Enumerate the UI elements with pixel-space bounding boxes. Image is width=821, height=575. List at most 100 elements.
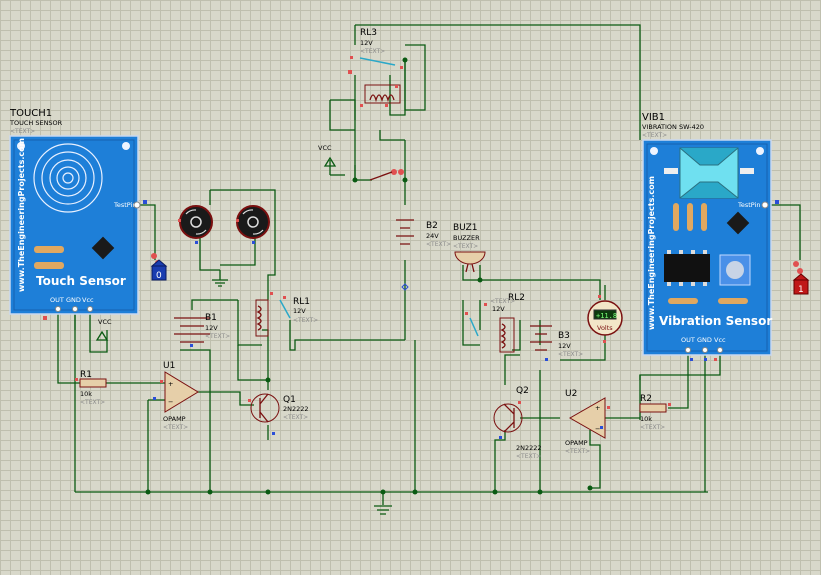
rl3-ref: RL3 xyxy=(360,28,377,38)
svg-text:<TEXT>: <TEXT> xyxy=(283,414,308,421)
touch-logic-probe[interactable]: 0 xyxy=(150,253,168,281)
vib-text-tag: <TEXT> xyxy=(642,132,667,139)
opamp-u2[interactable]: + − U2 OPAMP <TEXT> xyxy=(565,389,610,455)
svg-text:2N2222: 2N2222 xyxy=(516,444,542,452)
board-resistor-icon xyxy=(34,246,64,253)
touch-test-pin-label: TestPin xyxy=(113,201,137,209)
wires xyxy=(57,24,801,515)
relay-rl1[interactable]: RL1 12V <TEXT> xyxy=(255,292,318,337)
rl3-vcc-terminal: VCC xyxy=(318,144,337,167)
vib-pin-vcc: Vcc xyxy=(714,336,726,344)
u2-ref: U2 xyxy=(565,389,577,399)
vib-probe-value: 1 xyxy=(798,285,804,295)
svg-text:VCC: VCC xyxy=(318,144,332,152)
board-resistor-icon xyxy=(34,262,64,269)
vib-part: VIBRATION SW-420 xyxy=(642,123,704,131)
touch-part: TOUCH SENSOR xyxy=(9,119,63,127)
u1-ref: U1 xyxy=(163,361,175,371)
touch-board-label: Touch Sensor xyxy=(36,274,126,288)
svg-text:OPAMP: OPAMP xyxy=(163,415,186,423)
svg-text:<TEXT>: <TEXT> xyxy=(558,351,583,358)
board-resistor-icon xyxy=(718,298,748,304)
battery-b3[interactable]: B3 12V <TEXT> xyxy=(530,325,583,361)
svg-text:<TEXT>: <TEXT> xyxy=(453,243,478,250)
touch-vcc-terminal: VCC xyxy=(95,318,112,341)
svg-text:<TEXT>: <TEXT> xyxy=(205,333,230,340)
touch-board xyxy=(9,135,139,315)
svg-text:<TEXT>: <TEXT> xyxy=(80,399,105,406)
svg-text:12V: 12V xyxy=(558,342,571,350)
svg-text:VCC: VCC xyxy=(98,318,112,326)
battery-b2[interactable]: B2 24V <TEXT> xyxy=(396,219,451,291)
relay-rl3[interactable]: RL3 12V <TEXT> xyxy=(348,28,403,107)
touch-text-tag: <TEXT> xyxy=(10,128,35,135)
touch-ref: TOUCH1 xyxy=(9,108,52,119)
svg-text:<TEXT>: <TEXT> xyxy=(360,48,385,55)
touch-sensor-module[interactable]: TOUCH1 TOUCH SENSOR <TEXT> www.TheEngine… xyxy=(9,108,147,320)
board-resistor-icon xyxy=(701,203,707,231)
vib-test-pin-label: TestPin xyxy=(737,201,761,209)
svg-text:−: − xyxy=(168,398,173,406)
relay-rl2[interactable]: RL2 12V <TEXT> xyxy=(465,293,525,353)
vib-out-pin[interactable] xyxy=(685,347,691,353)
b3-ref: B3 xyxy=(558,331,570,341)
resistor-r2[interactable]: R2 10k <TEXT> xyxy=(639,394,671,431)
relay-switch[interactable] xyxy=(369,169,404,181)
comparator-ic-icon xyxy=(664,250,710,286)
rl2-ref: RL2 xyxy=(508,293,525,303)
transistor-q2[interactable]: Q2 2N2222 <TEXT> xyxy=(493,386,542,460)
vib-pin-out: OUT xyxy=(681,336,695,344)
svg-text:−: − xyxy=(595,425,600,433)
vibration-switch-icon xyxy=(664,147,754,199)
motor-2[interactable] xyxy=(236,205,270,244)
battery-b1[interactable]: B1 12V <TEXT> xyxy=(174,313,230,347)
svg-text:+: + xyxy=(595,404,600,412)
transistor-q1[interactable]: Q1 2N2222 <TEXT> xyxy=(248,393,309,435)
svg-text:12V: 12V xyxy=(492,305,505,313)
vib-test-pin[interactable] xyxy=(761,201,769,209)
vib-site-text: www.TheEngineeringProjects.com xyxy=(647,176,656,330)
touch-test-pin[interactable] xyxy=(133,201,141,209)
mount-hole-icon xyxy=(17,142,25,150)
svg-text:+: + xyxy=(168,380,173,388)
svg-text:<TEXT>: <TEXT> xyxy=(516,453,541,460)
b2-ref: B2 xyxy=(426,221,438,231)
junction-dots xyxy=(145,57,593,495)
voltmeter[interactable]: +11.8 Volts xyxy=(587,295,623,343)
svg-text:<TEXT>: <TEXT> xyxy=(640,424,665,431)
buzzer-buz1[interactable]: BUZ1 BUZZER <TEXT> xyxy=(453,223,486,273)
touch-site-text: www.TheEngineeringProjects.com xyxy=(17,138,26,292)
board-resistor-icon xyxy=(687,203,693,231)
vib-vcc-pin[interactable] xyxy=(717,347,723,353)
svg-text:<TEXT>: <TEXT> xyxy=(490,298,515,305)
chip-icon xyxy=(91,236,115,260)
r1-value: 10k xyxy=(80,390,92,398)
touch-pin-out: OUT xyxy=(50,296,64,304)
vib-gnd-pin[interactable] xyxy=(702,347,708,353)
q1-ref: Q1 xyxy=(283,395,296,405)
voltmeter-unit: Volts xyxy=(597,324,613,332)
svg-text:BUZZER: BUZZER xyxy=(453,234,480,242)
motor-1[interactable] xyxy=(178,205,213,244)
svg-text:24V: 24V xyxy=(426,232,439,240)
touch-vcc-pin[interactable] xyxy=(87,306,93,312)
touch-pad-icon xyxy=(33,143,103,213)
svg-text:12V: 12V xyxy=(293,307,306,315)
vibration-sensor-module[interactable]: VIB1 VIBRATION SW-420 <TEXT> www.TheEng xyxy=(642,112,779,361)
mount-hole-icon xyxy=(650,147,658,155)
touch-pin-gnd: GND xyxy=(66,296,81,304)
touch-gnd-pin[interactable] xyxy=(72,306,78,312)
board-resistor-icon xyxy=(673,203,679,231)
svg-text:12V: 12V xyxy=(360,39,373,47)
svg-text:10k: 10k xyxy=(640,415,652,423)
mount-hole-icon xyxy=(122,142,130,150)
vib-logic-probe[interactable]: 1 xyxy=(792,261,810,295)
resistor-r1[interactable]: R1 10k <TEXT> xyxy=(75,370,107,406)
opamp-u1[interactable]: + − U1 OPAMP <TEXT> xyxy=(153,361,199,431)
touch-out-pin[interactable] xyxy=(55,306,61,312)
vib-board-label: Vibration Sensor xyxy=(659,314,772,328)
touch-probe-value: 0 xyxy=(156,271,162,281)
mount-hole-icon xyxy=(756,147,764,155)
